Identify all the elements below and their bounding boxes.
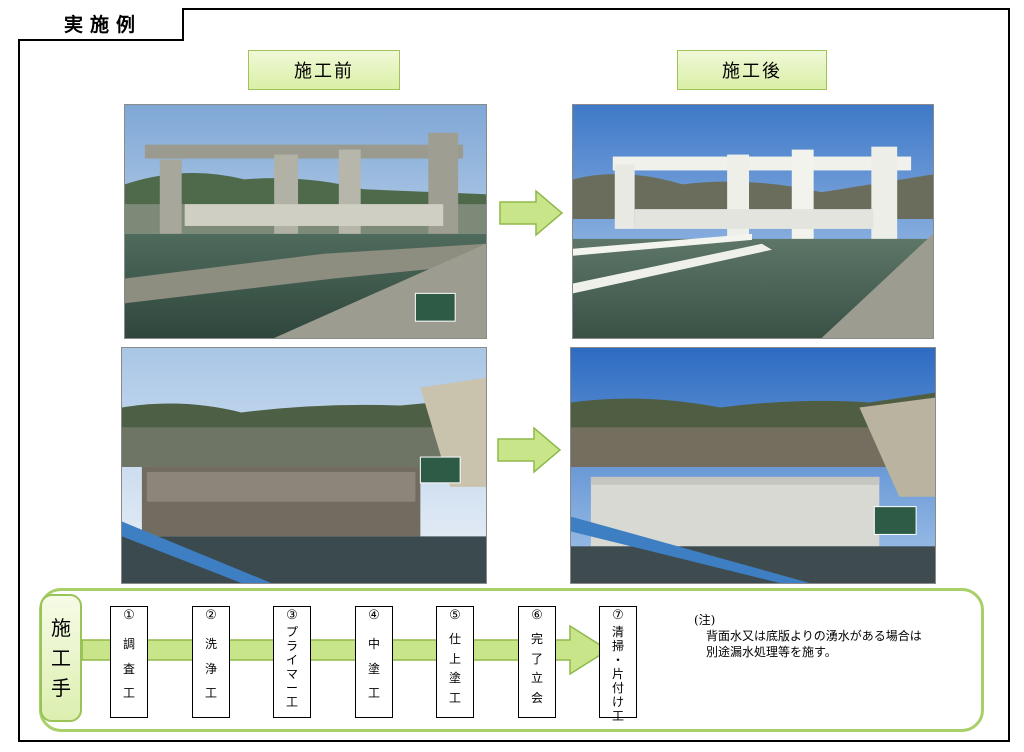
process-step-6: ⑥ 完 了 立 会 <box>518 606 556 718</box>
photo-sluice-gate-after <box>572 104 934 339</box>
label-after: 施工後 <box>677 50 827 90</box>
note-line-2: 別途漏水処理等を施す。 <box>706 645 837 659</box>
process-label: 施 工 手 <box>40 594 82 722</box>
page-title: 実施例 <box>18 8 184 41</box>
process-note: (注) 背面水又は底版よりの湧水がある場合は 別途漏水処理等を施す。 <box>694 612 922 660</box>
photo-sluice-gate-before <box>124 104 487 339</box>
photo-apron-after <box>570 347 936 584</box>
process-step-3: ③ プ ラ イ マ ー 工 <box>273 606 311 718</box>
process-step-2: ② 洗 浄 工 <box>192 606 230 718</box>
arrow-right-icon <box>496 426 562 474</box>
label-before: 施工前 <box>248 50 400 90</box>
process-step-5: ⑤ 仕 上 塗 工 <box>436 606 474 718</box>
arrow-right-icon <box>498 189 564 237</box>
note-heading: (注) <box>694 613 716 627</box>
document-frame <box>18 8 1010 742</box>
note-line-1: 背面水又は底版よりの湧水がある場合は <box>706 629 922 643</box>
process-step-1: ① 調 査 工 <box>110 606 148 718</box>
photo-apron-before <box>121 347 487 584</box>
process-step-7: ⑦ 清 掃 ・ 片 付 け 工 <box>599 606 637 723</box>
process-step-4: ④ 中 塗 工 <box>355 606 393 718</box>
process-flow-arrow-icon <box>81 622 612 682</box>
